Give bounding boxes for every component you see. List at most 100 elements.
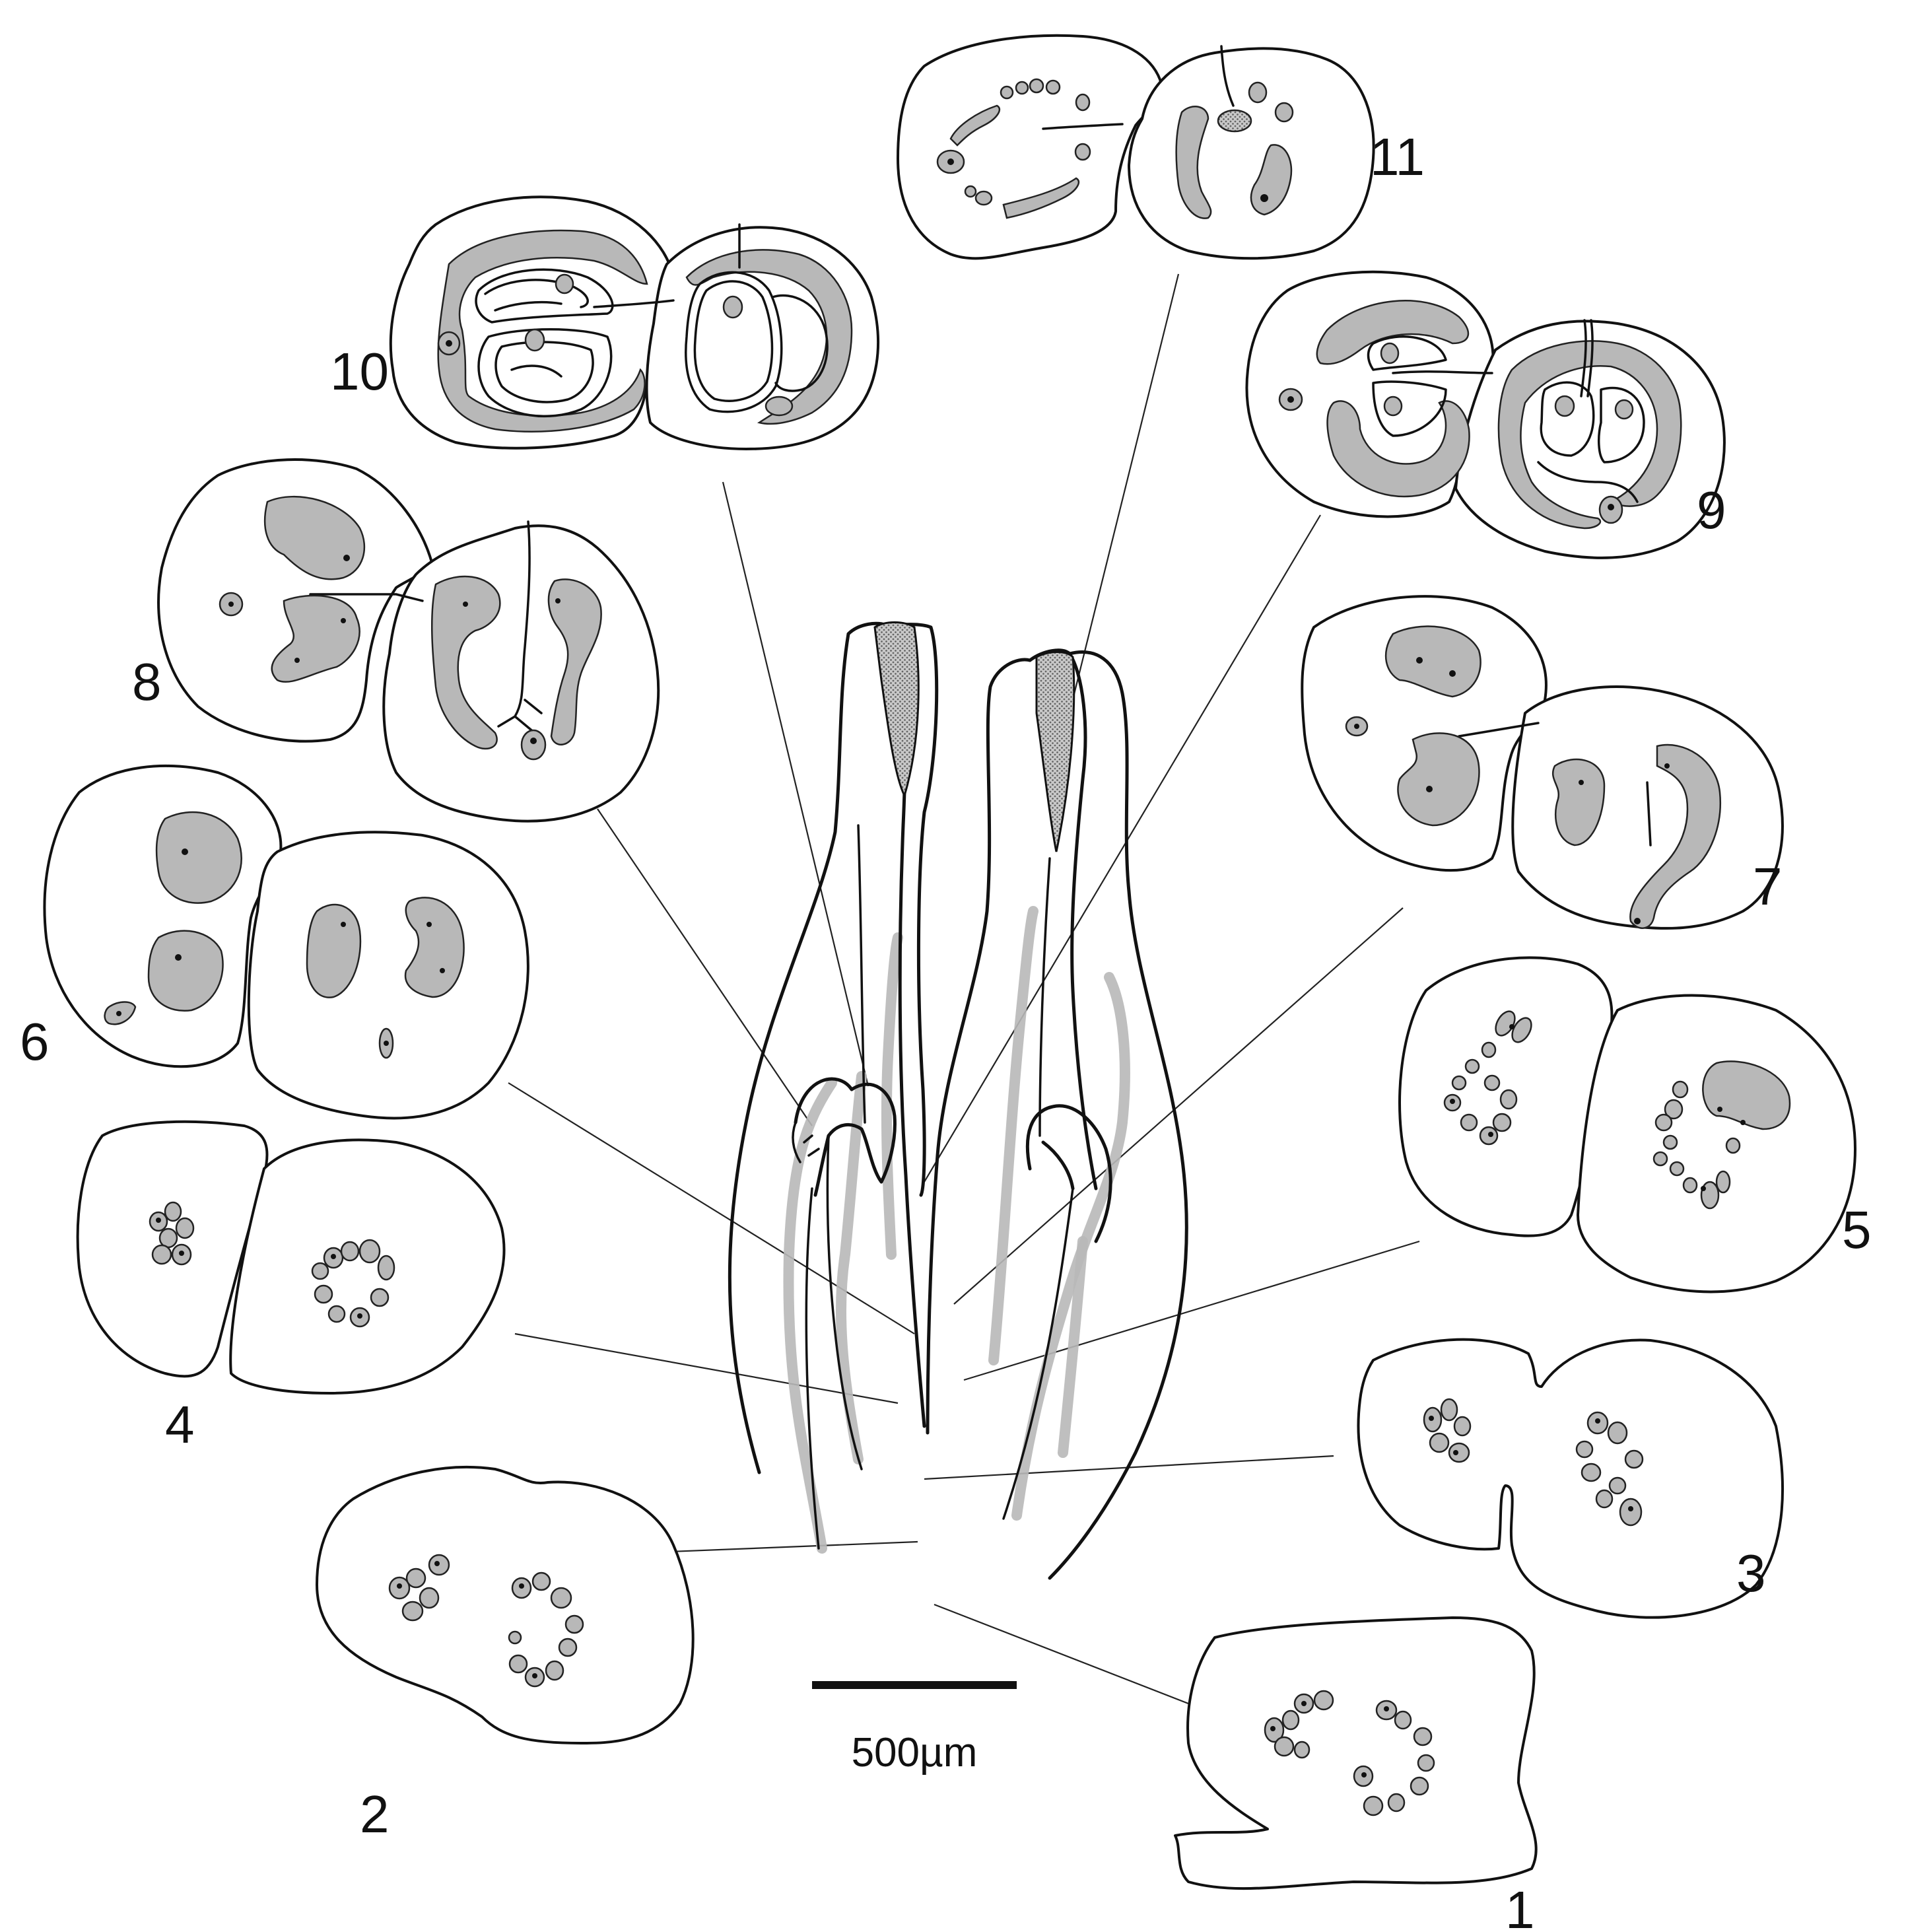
vascular-trace [1011, 972, 1130, 1521]
xylem-dots [1450, 1024, 1746, 1191]
section-8-suture [309, 593, 424, 602]
section-5-outline-right [1577, 994, 1856, 1294]
vascular-trace [988, 906, 1038, 1365]
section-2: 2 [316, 1466, 695, 1844]
leader-line-9 [924, 514, 1321, 1183]
filament [826, 1134, 863, 1470]
section-8: 8 [132, 458, 660, 823]
ovule-group [524, 273, 743, 352]
vascular-bundle-group [219, 495, 602, 761]
section-2-outline [316, 1466, 695, 1744]
xylem-dots [1429, 1416, 1633, 1511]
section-9-inner-fold [1537, 461, 1639, 503]
section-11: 11 [897, 34, 1425, 260]
section-5: 5 [1398, 956, 1872, 1294]
section-8-septum [497, 520, 543, 734]
flower-left-outline [728, 632, 850, 1474]
vascular-bundle-group [104, 811, 465, 1059]
vascular-trace [835, 1071, 867, 1465]
vascular-bundle-group [1264, 1690, 1435, 1816]
section-7-septum [1646, 781, 1652, 846]
xylem-dots [1270, 1701, 1389, 1777]
leader-line-8 [597, 808, 813, 1126]
flower-right-outline [1048, 650, 1188, 1580]
section-number: 11 [1370, 127, 1425, 186]
vascular-bundle-group [1423, 1398, 1644, 1527]
locule-outline [477, 328, 613, 418]
section-number: 5 [1842, 1200, 1872, 1259]
locule-outline [475, 268, 614, 324]
xylem-dots [156, 1218, 362, 1319]
locule-outline [1367, 335, 1447, 437]
locule-outline [1540, 381, 1645, 464]
section-number: 7 [1753, 857, 1783, 916]
section-7-outline-left [1301, 595, 1548, 872]
xylem-dots [1287, 396, 1614, 510]
section-number: 3 [1736, 1544, 1766, 1603]
vascular-bundle-group [1278, 300, 1682, 530]
section-3: 3 [1357, 1338, 1784, 1619]
leader-line-5 [963, 1240, 1420, 1381]
filament [857, 824, 866, 1124]
vascular-bundle-group [1443, 1010, 1791, 1210]
xylem-dots [947, 158, 1268, 202]
right-lobe-outline [926, 658, 1032, 1435]
section-7: 7 [1301, 595, 1784, 930]
vascular-bundle-group [1345, 625, 1721, 929]
section-4: 4 [76, 1120, 506, 1454]
leader-line-7 [953, 907, 1404, 1305]
section-1: 1 [1174, 1616, 1538, 1932]
section-number: 9 [1697, 481, 1726, 539]
locule-outline [771, 294, 829, 392]
section-number: 2 [360, 1785, 390, 1844]
section-6-outline-right [247, 831, 529, 1120]
section-7-suture [1458, 722, 1540, 738]
locule-outline [494, 341, 594, 403]
stippled-region [873, 621, 920, 799]
left-lobe-inner [886, 623, 939, 1197]
stippled-region [1035, 651, 1075, 852]
flower-longitudinal-section [728, 621, 1188, 1580]
section-1-outline [1174, 1616, 1538, 1890]
vascular-trace [783, 1078, 837, 1554]
vascular-trace [1058, 1236, 1088, 1458]
section-number: 8 [132, 652, 162, 711]
section-11-outline-right [1128, 47, 1375, 260]
section-11-outline-left [897, 34, 1164, 260]
section-number: 4 [165, 1395, 195, 1454]
xylem-dots [397, 1561, 537, 1678]
section-number: 1 [1505, 1880, 1535, 1932]
locule-outline [1580, 319, 1594, 397]
leader-line-10 [722, 481, 869, 1087]
section-number: 10 [330, 342, 389, 401]
leader-line-4 [514, 1332, 899, 1404]
vascular-bundle-group [936, 78, 1294, 219]
right-anther [1025, 1104, 1112, 1243]
leader-line-2 [669, 1540, 918, 1553]
section-4-outline-right [229, 1138, 506, 1395]
section-10-suture [593, 223, 741, 308]
section-10: 10 [330, 195, 879, 450]
filament [1002, 1187, 1074, 1520]
filament [805, 1187, 820, 1550]
section-6-outline-left [43, 765, 283, 1068]
section-6: 6 [20, 765, 529, 1120]
section-number: 6 [20, 1012, 50, 1071]
section-4-outline-left [76, 1120, 269, 1378]
xylem-dots [116, 848, 445, 1046]
left-anther-detail [792, 1121, 820, 1163]
section-3-outline [1357, 1338, 1784, 1619]
leader-line-1 [934, 1603, 1189, 1705]
section-9-suture [1392, 370, 1493, 374]
scale-bar: 500µm [812, 1681, 1017, 1776]
xylem-dots [446, 340, 452, 347]
locule-outline [693, 280, 774, 402]
section-11-suture [1042, 45, 1235, 130]
vascular-bundle-group [388, 1554, 584, 1688]
xylem-dots [228, 555, 561, 744]
section-9: 9 [1245, 270, 1726, 559]
filament [1038, 857, 1051, 1137]
vascular-trace [881, 932, 903, 1260]
locule-outline [685, 271, 783, 413]
